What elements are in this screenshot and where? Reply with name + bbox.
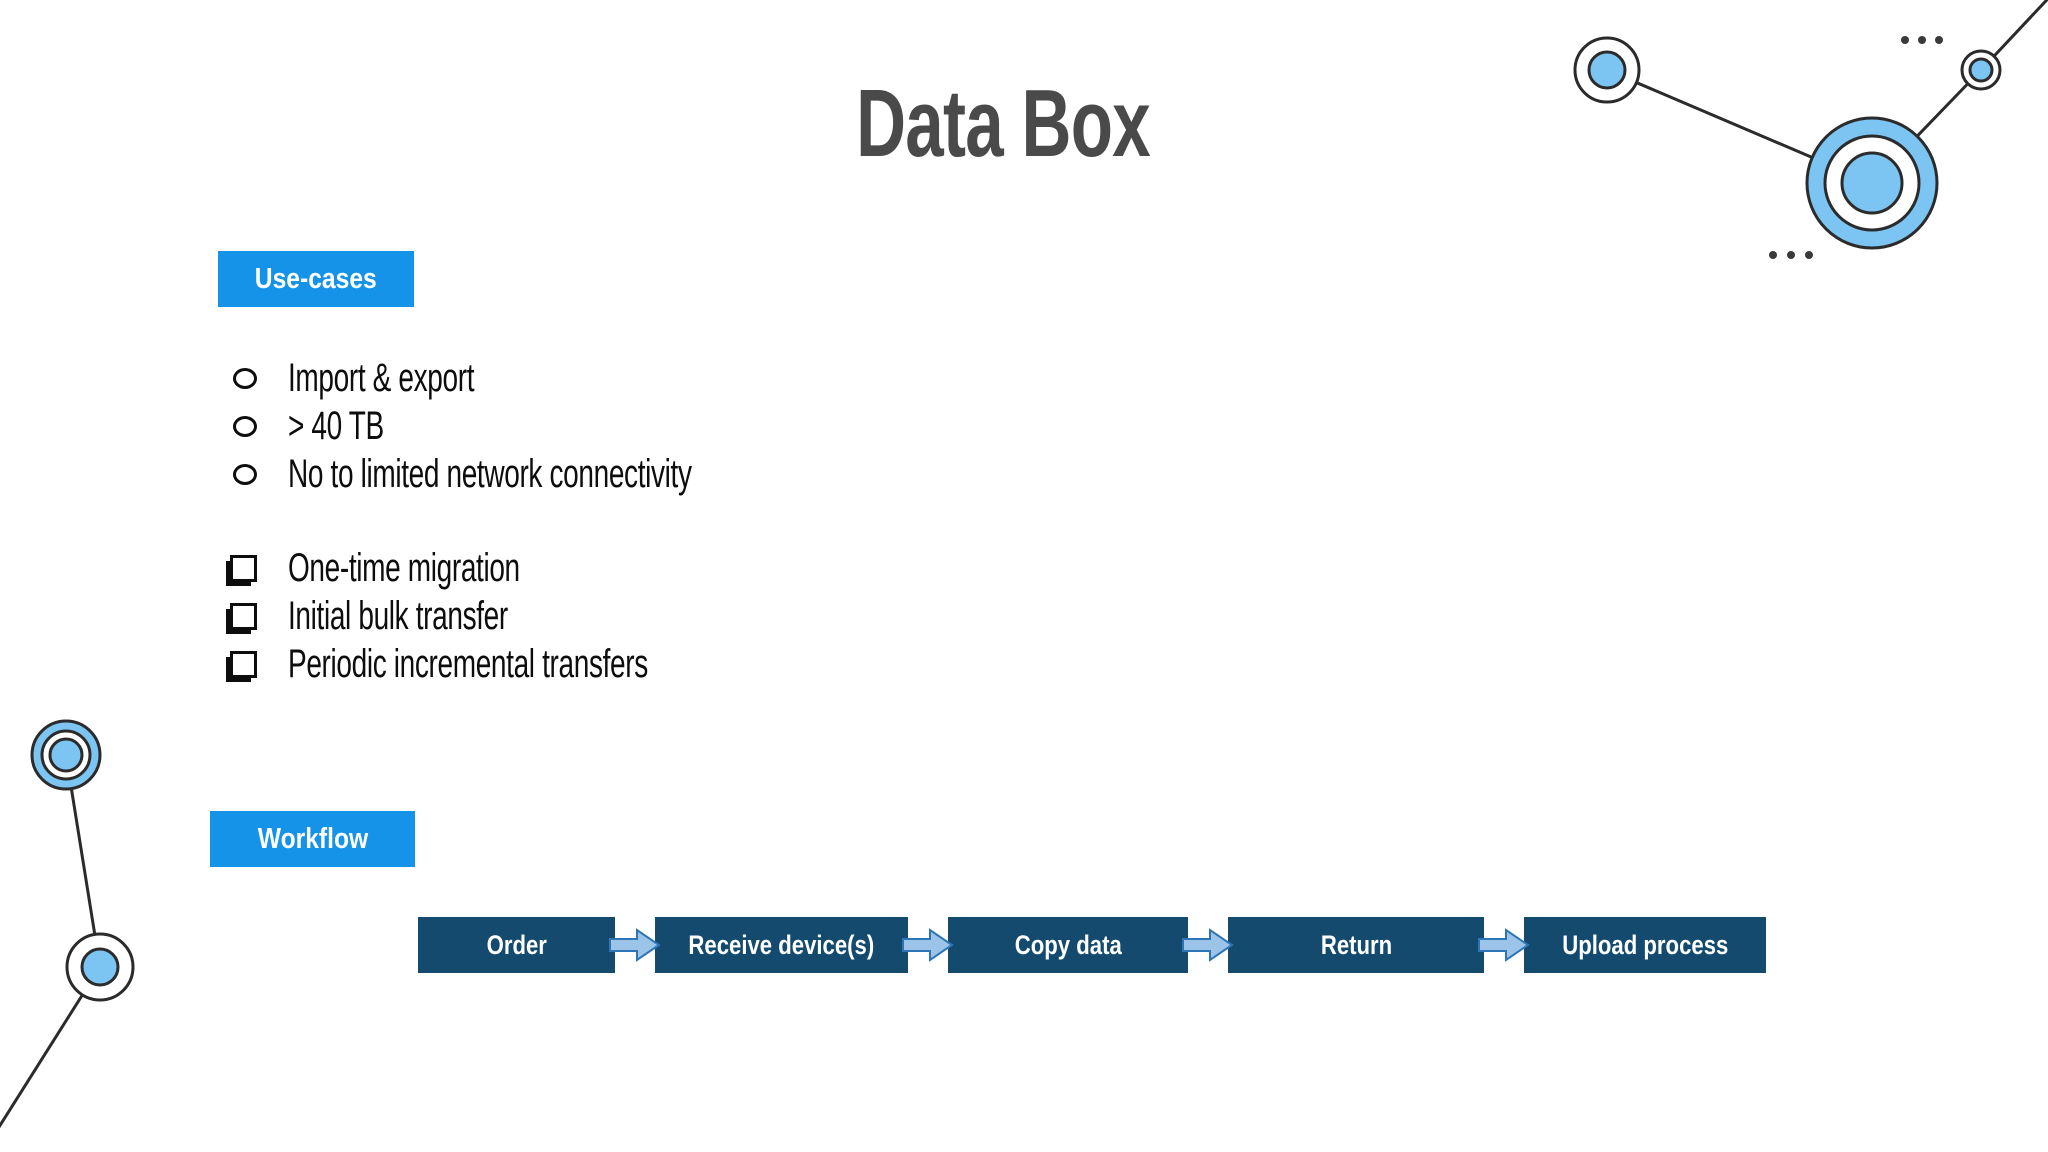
list-item-label: Import & export xyxy=(288,356,475,400)
circle-bullet-icon xyxy=(233,367,257,389)
workflow-step-label: Upload process xyxy=(1561,929,1729,960)
list-item: Initial bulk transfer xyxy=(225,592,802,640)
arrow-right-icon xyxy=(1182,925,1234,965)
checkbox-icon xyxy=(230,554,257,582)
list-item-label: > 40 TB xyxy=(288,404,384,448)
list-item: Import & export xyxy=(225,354,865,402)
use-cases-bullet-list: Import & export > 40 TB No to limited ne… xyxy=(225,354,865,498)
workflow-badge-label: Workflow xyxy=(257,822,368,855)
workflow-step-order: Order xyxy=(418,917,615,973)
list-item-label: Initial bulk transfer xyxy=(288,594,508,638)
list-item: One-time migration xyxy=(225,544,802,592)
network-nodes-bottom-left xyxy=(0,719,135,1129)
list-item: No to limited network connectivity xyxy=(225,450,865,498)
list-item: > 40 TB xyxy=(225,402,865,450)
use-cases-checkbox-list: One-time migration Initial bulk transfer… xyxy=(225,544,802,688)
arrow-right-icon xyxy=(902,925,954,965)
workflow-step-copy-data: Copy data xyxy=(948,917,1188,973)
list-item-label: No to limited network connectivity xyxy=(288,452,692,496)
circle-bullet-icon xyxy=(233,415,257,437)
arrow-right-icon xyxy=(609,925,661,965)
workflow-step-label: Copy data xyxy=(1014,929,1122,960)
workflow-chain: Order Receive device(s) Copy data Return… xyxy=(418,917,1766,973)
workflow-badge: Workflow xyxy=(210,811,415,867)
use-cases-badge-label: Use-cases xyxy=(255,262,377,295)
workflow-step-return: Return xyxy=(1228,917,1484,973)
checkbox-icon xyxy=(230,650,257,678)
circle-bullet-icon xyxy=(233,463,257,485)
arrow-right-icon xyxy=(1478,925,1530,965)
page-title: Data Box xyxy=(856,70,1151,177)
workflow-step-label: Order xyxy=(486,929,547,960)
dots-icon xyxy=(1769,36,1943,259)
use-cases-badge: Use-cases xyxy=(218,251,414,307)
workflow-step-receive-devices: Receive device(s) xyxy=(655,917,908,973)
list-item: Periodic incremental transfers xyxy=(225,640,802,688)
list-item-label: One-time migration xyxy=(288,546,520,590)
workflow-step-label: Return xyxy=(1320,929,1392,960)
workflow-step-label: Receive device(s) xyxy=(688,929,875,960)
workflow-step-upload-process: Upload process xyxy=(1524,917,1766,973)
list-item-label: Periodic incremental transfers xyxy=(288,642,648,686)
checkbox-icon xyxy=(230,602,257,630)
